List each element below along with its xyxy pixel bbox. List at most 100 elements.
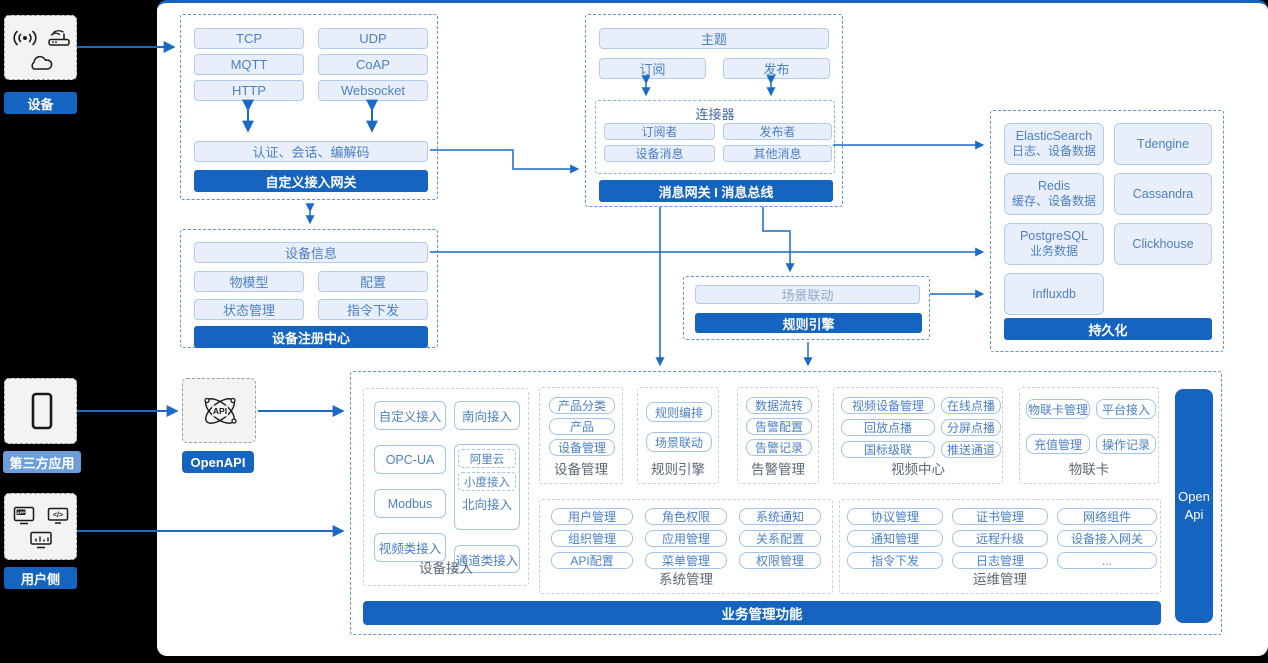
ops-chip: 远程升级 — [952, 530, 1048, 547]
third-party-icon-box — [4, 378, 77, 444]
third-party-label: 第三方应用 — [3, 451, 81, 473]
northbound-label: 北向接入 — [461, 498, 512, 512]
southbound-chip: 南向接入 — [454, 401, 520, 430]
alarm-chip: 告警配置 — [746, 418, 812, 435]
connector-chip: 发布者 — [723, 123, 832, 140]
ops-chip: 协议管理 — [847, 508, 943, 525]
video-chip: 视频设备管理 — [841, 397, 935, 414]
message-gateway-box: 主题 订阅 发布 连接器 订阅者发布者设备消息其他消息 消息网关 I 消息总线 — [585, 14, 843, 207]
rule-chip: 场景联动 — [646, 432, 712, 452]
iot-card-chip: 物联卡管理 — [1026, 399, 1090, 419]
system-chip: 应用管理 — [645, 530, 727, 547]
device-mgmt-label: 设备管理 — [554, 462, 608, 477]
northbound-group: 阿里云 小度接入 北向接入 — [454, 444, 520, 530]
device-icon-box — [4, 15, 77, 80]
iot-card-chip: 操作记录 — [1096, 434, 1156, 454]
app-icon: APP — [13, 506, 35, 530]
system-chip: 用户管理 — [551, 508, 633, 525]
ops-list: 协议管理证书管理网络组件通知管理远程升级设备接入网关指令下发日志管理... — [847, 508, 1157, 569]
rule-group: 规则编排场景联动 规则引擎 — [637, 387, 719, 484]
topic-chip: 主题 — [599, 28, 829, 49]
access-chip: OPC-UA — [374, 445, 446, 474]
system-chip: 权限管理 — [739, 552, 821, 569]
ops-chip: 指令下发 — [847, 552, 943, 569]
registry-chip: 配置 — [318, 271, 428, 292]
svg-text:</>: </> — [53, 512, 63, 519]
user-side-icon-box: APP </> — [4, 493, 77, 560]
mgmt-chip: 产品 — [549, 418, 615, 435]
alarm-label: 告警管理 — [751, 462, 805, 477]
protocol-chip: CoAP — [318, 54, 428, 75]
video-chip: 国标级联 — [841, 441, 935, 458]
rule-engine-box: 场景联动 规则引擎 — [683, 276, 930, 340]
gateway-title-bar: 自定义接入网关 — [194, 170, 428, 192]
protocol-chip: MQTT — [194, 54, 304, 75]
xiaodu-chip: 小度接入 — [458, 472, 516, 491]
system-label: 系统管理 — [659, 572, 713, 587]
scene-linkage-chip: 场景联动 — [695, 285, 920, 304]
ops-chip: 日志管理 — [952, 552, 1048, 569]
device-access-label: 设备接入 — [419, 561, 473, 576]
cloud-icon — [27, 54, 55, 77]
database-chip: Tdengine — [1114, 123, 1212, 165]
database-chip: Cassandra — [1114, 173, 1212, 215]
system-chip: 角色权限 — [645, 508, 727, 525]
connector-title: 连接器 — [695, 107, 735, 122]
iot-card-group: 物联卡管理平台接入充值管理操作记录 物联卡 — [1019, 387, 1159, 484]
svg-text:API: API — [213, 406, 227, 416]
channel-access-chip: 通道类接入 — [454, 545, 520, 573]
protocol-chip: UDP — [318, 28, 428, 49]
system-chip: 组织管理 — [551, 530, 633, 547]
system-chip: API配置 — [551, 552, 633, 569]
ops-chip: 证书管理 — [952, 508, 1048, 525]
database-chip: Influxdb — [1004, 273, 1104, 315]
protocol-chip: TCP — [194, 28, 304, 49]
device-label: 设备 — [4, 92, 77, 114]
openapi-icon-box: API — [182, 378, 256, 443]
rule-engine-title-bar: 规则引擎 — [695, 313, 922, 333]
mgmt-chip: 产品分类 — [549, 397, 615, 414]
registry-chip: 指令下发 — [318, 299, 428, 320]
connector-chip: 其他消息 — [723, 145, 832, 162]
video-label: 视频中心 — [891, 462, 945, 477]
connector-chip: 设备消息 — [604, 145, 715, 162]
svg-text:APP: APP — [17, 510, 26, 515]
registry-chip: 物模型 — [194, 271, 304, 292]
phone-icon — [29, 392, 55, 437]
aliyun-chip: 阿里云 — [458, 449, 516, 468]
ops-chip: 网络组件 — [1057, 508, 1157, 525]
rule-label: 规则引擎 — [651, 462, 705, 477]
ops-chip: 通知管理 — [847, 530, 943, 547]
rule-list: 规则编排场景联动 — [646, 402, 712, 452]
persistence-title-bar: 持久化 — [1004, 318, 1212, 340]
user-side-label: 用户侧 — [4, 567, 77, 589]
device-mgmt-list: 产品分类产品设备管理 — [549, 397, 615, 456]
session-chip: 认证、会话、编解码 — [194, 141, 428, 162]
video-group: 视频设备管理在线点播回放点播分屏点播国标级联推送通道 视频中心 — [833, 387, 1003, 484]
code-icon: </> — [47, 507, 69, 529]
monitor-icon — [29, 531, 53, 554]
video-chip: 在线点播 — [941, 397, 1001, 414]
system-chip: 菜单管理 — [645, 552, 727, 569]
device-registry-box: 设备信息 物模型配置状态管理指令下发 设备注册中心 — [180, 229, 438, 348]
iot-card-chip: 充值管理 — [1026, 434, 1090, 454]
device-info-chip: 设备信息 — [194, 242, 428, 263]
ops-label: 运维管理 — [973, 572, 1027, 587]
ops-group: 协议管理证书管理网络组件通知管理远程升级设备接入网关指令下发日志管理... 运维… — [839, 499, 1161, 594]
api-network-icon: API — [198, 389, 242, 438]
publish-chip: 发布 — [723, 58, 830, 79]
ops-chip: ... — [1057, 552, 1157, 569]
protocol-chip: Websocket — [318, 80, 428, 101]
router-icon — [47, 28, 71, 52]
